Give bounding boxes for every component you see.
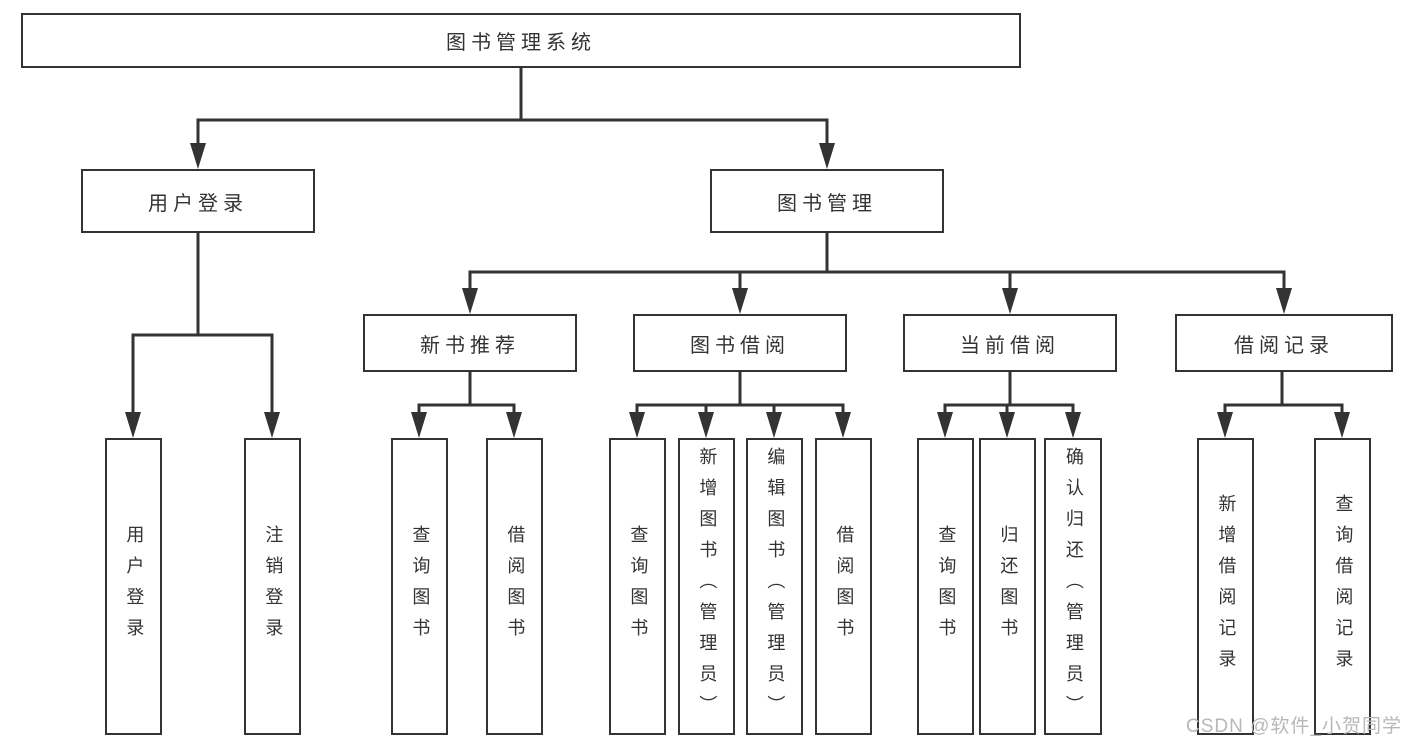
node-label: 归还图书 — [998, 524, 1019, 649]
node-label: 注销登录 — [263, 524, 284, 649]
connector-root-to-level2 — [190, 66, 835, 169]
node-label: 图书管理系统 — [446, 32, 596, 54]
arrowhead-icon — [629, 412, 645, 438]
leaf-user-login: 用户登录 — [105, 438, 162, 735]
leaf-current-return-books: 归还图书 — [979, 438, 1036, 735]
node-label: 当前借阅 — [960, 334, 1060, 357]
connector-recommend-to-leaves — [411, 370, 522, 438]
leaf-current-query-books: 查询图书 — [917, 438, 974, 735]
arrowhead-icon — [1334, 412, 1350, 438]
node-borrow-records: 借阅记录 — [1175, 314, 1393, 372]
arrowhead-icon — [1065, 412, 1081, 438]
arrowhead-icon — [411, 412, 427, 438]
leaf-borrow-borrow-books: 借阅图书 — [815, 438, 872, 735]
connector-login-to-leaves — [125, 231, 280, 438]
node-label: 借阅图书 — [505, 524, 526, 649]
leaf-borrow-add-books-admin: 新增图书（管理员） — [678, 438, 735, 735]
node-label: 新增图书（管理员） — [697, 447, 718, 726]
connector-borrow-to-leaves — [629, 370, 851, 438]
arrowhead-icon — [766, 412, 782, 438]
connector-current-to-leaves — [937, 370, 1081, 438]
leaf-logout-login: 注销登录 — [244, 438, 301, 735]
node-label: 借阅记录 — [1234, 334, 1334, 357]
arrowhead-icon — [1276, 288, 1292, 314]
node-label: 查询图书 — [936, 524, 957, 649]
node-label: 用户登录 — [148, 192, 248, 215]
node-label: 查询借阅记录 — [1333, 493, 1354, 680]
node-label: 查询图书 — [410, 524, 431, 649]
node-book-management: 图书管理 — [710, 169, 944, 233]
arrowhead-icon — [835, 412, 851, 438]
leaf-current-confirm-return-admin: 确认归还（管理员） — [1044, 438, 1102, 735]
arrowhead-icon — [264, 412, 280, 438]
leaf-records-add-record: 新增借阅记录 — [1197, 438, 1254, 735]
arrowhead-icon — [125, 412, 141, 438]
arrowhead-icon — [937, 412, 953, 438]
node-label: 图书管理 — [777, 192, 877, 215]
node-label: 新增借阅记录 — [1216, 493, 1237, 680]
leaf-records-query-record: 查询借阅记录 — [1314, 438, 1371, 735]
node-label: 确认归还（管理员） — [1063, 447, 1084, 726]
csdn-watermark: CSDN @软件_小贺同学 — [1186, 716, 1402, 737]
node-label: 图书借阅 — [690, 334, 790, 357]
node-label: 新书推荐 — [420, 334, 520, 357]
node-label: 查询图书 — [628, 524, 649, 649]
node-label: 用户登录 — [124, 524, 145, 649]
connector-mgmt-to-level3 — [462, 231, 1292, 314]
node-current-borrow: 当前借阅 — [903, 314, 1117, 372]
node-label: 借阅图书 — [834, 524, 855, 649]
node-root-system: 图书管理系统 — [21, 13, 1021, 68]
arrowhead-icon — [1217, 412, 1233, 438]
arrowhead-icon — [190, 143, 206, 169]
arrowhead-icon — [1002, 288, 1018, 314]
node-user-login: 用户登录 — [81, 169, 315, 233]
node-new-book-recommend: 新书推荐 — [363, 314, 577, 372]
leaf-borrow-edit-books-admin: 编辑图书（管理员） — [746, 438, 803, 735]
leaf-recommend-query-books: 查询图书 — [391, 438, 448, 735]
arrowhead-icon — [462, 288, 478, 314]
arrowhead-icon — [819, 143, 835, 169]
leaf-recommend-borrow-books: 借阅图书 — [486, 438, 543, 735]
connector-records-to-leaves — [1217, 370, 1350, 438]
arrowhead-icon — [999, 412, 1015, 438]
arrowhead-icon — [732, 288, 748, 314]
arrowhead-icon — [698, 412, 714, 438]
arrowhead-icon — [506, 412, 522, 438]
leaf-borrow-query-books: 查询图书 — [609, 438, 666, 735]
node-label: 编辑图书（管理员） — [765, 447, 786, 726]
node-book-borrow: 图书借阅 — [633, 314, 847, 372]
